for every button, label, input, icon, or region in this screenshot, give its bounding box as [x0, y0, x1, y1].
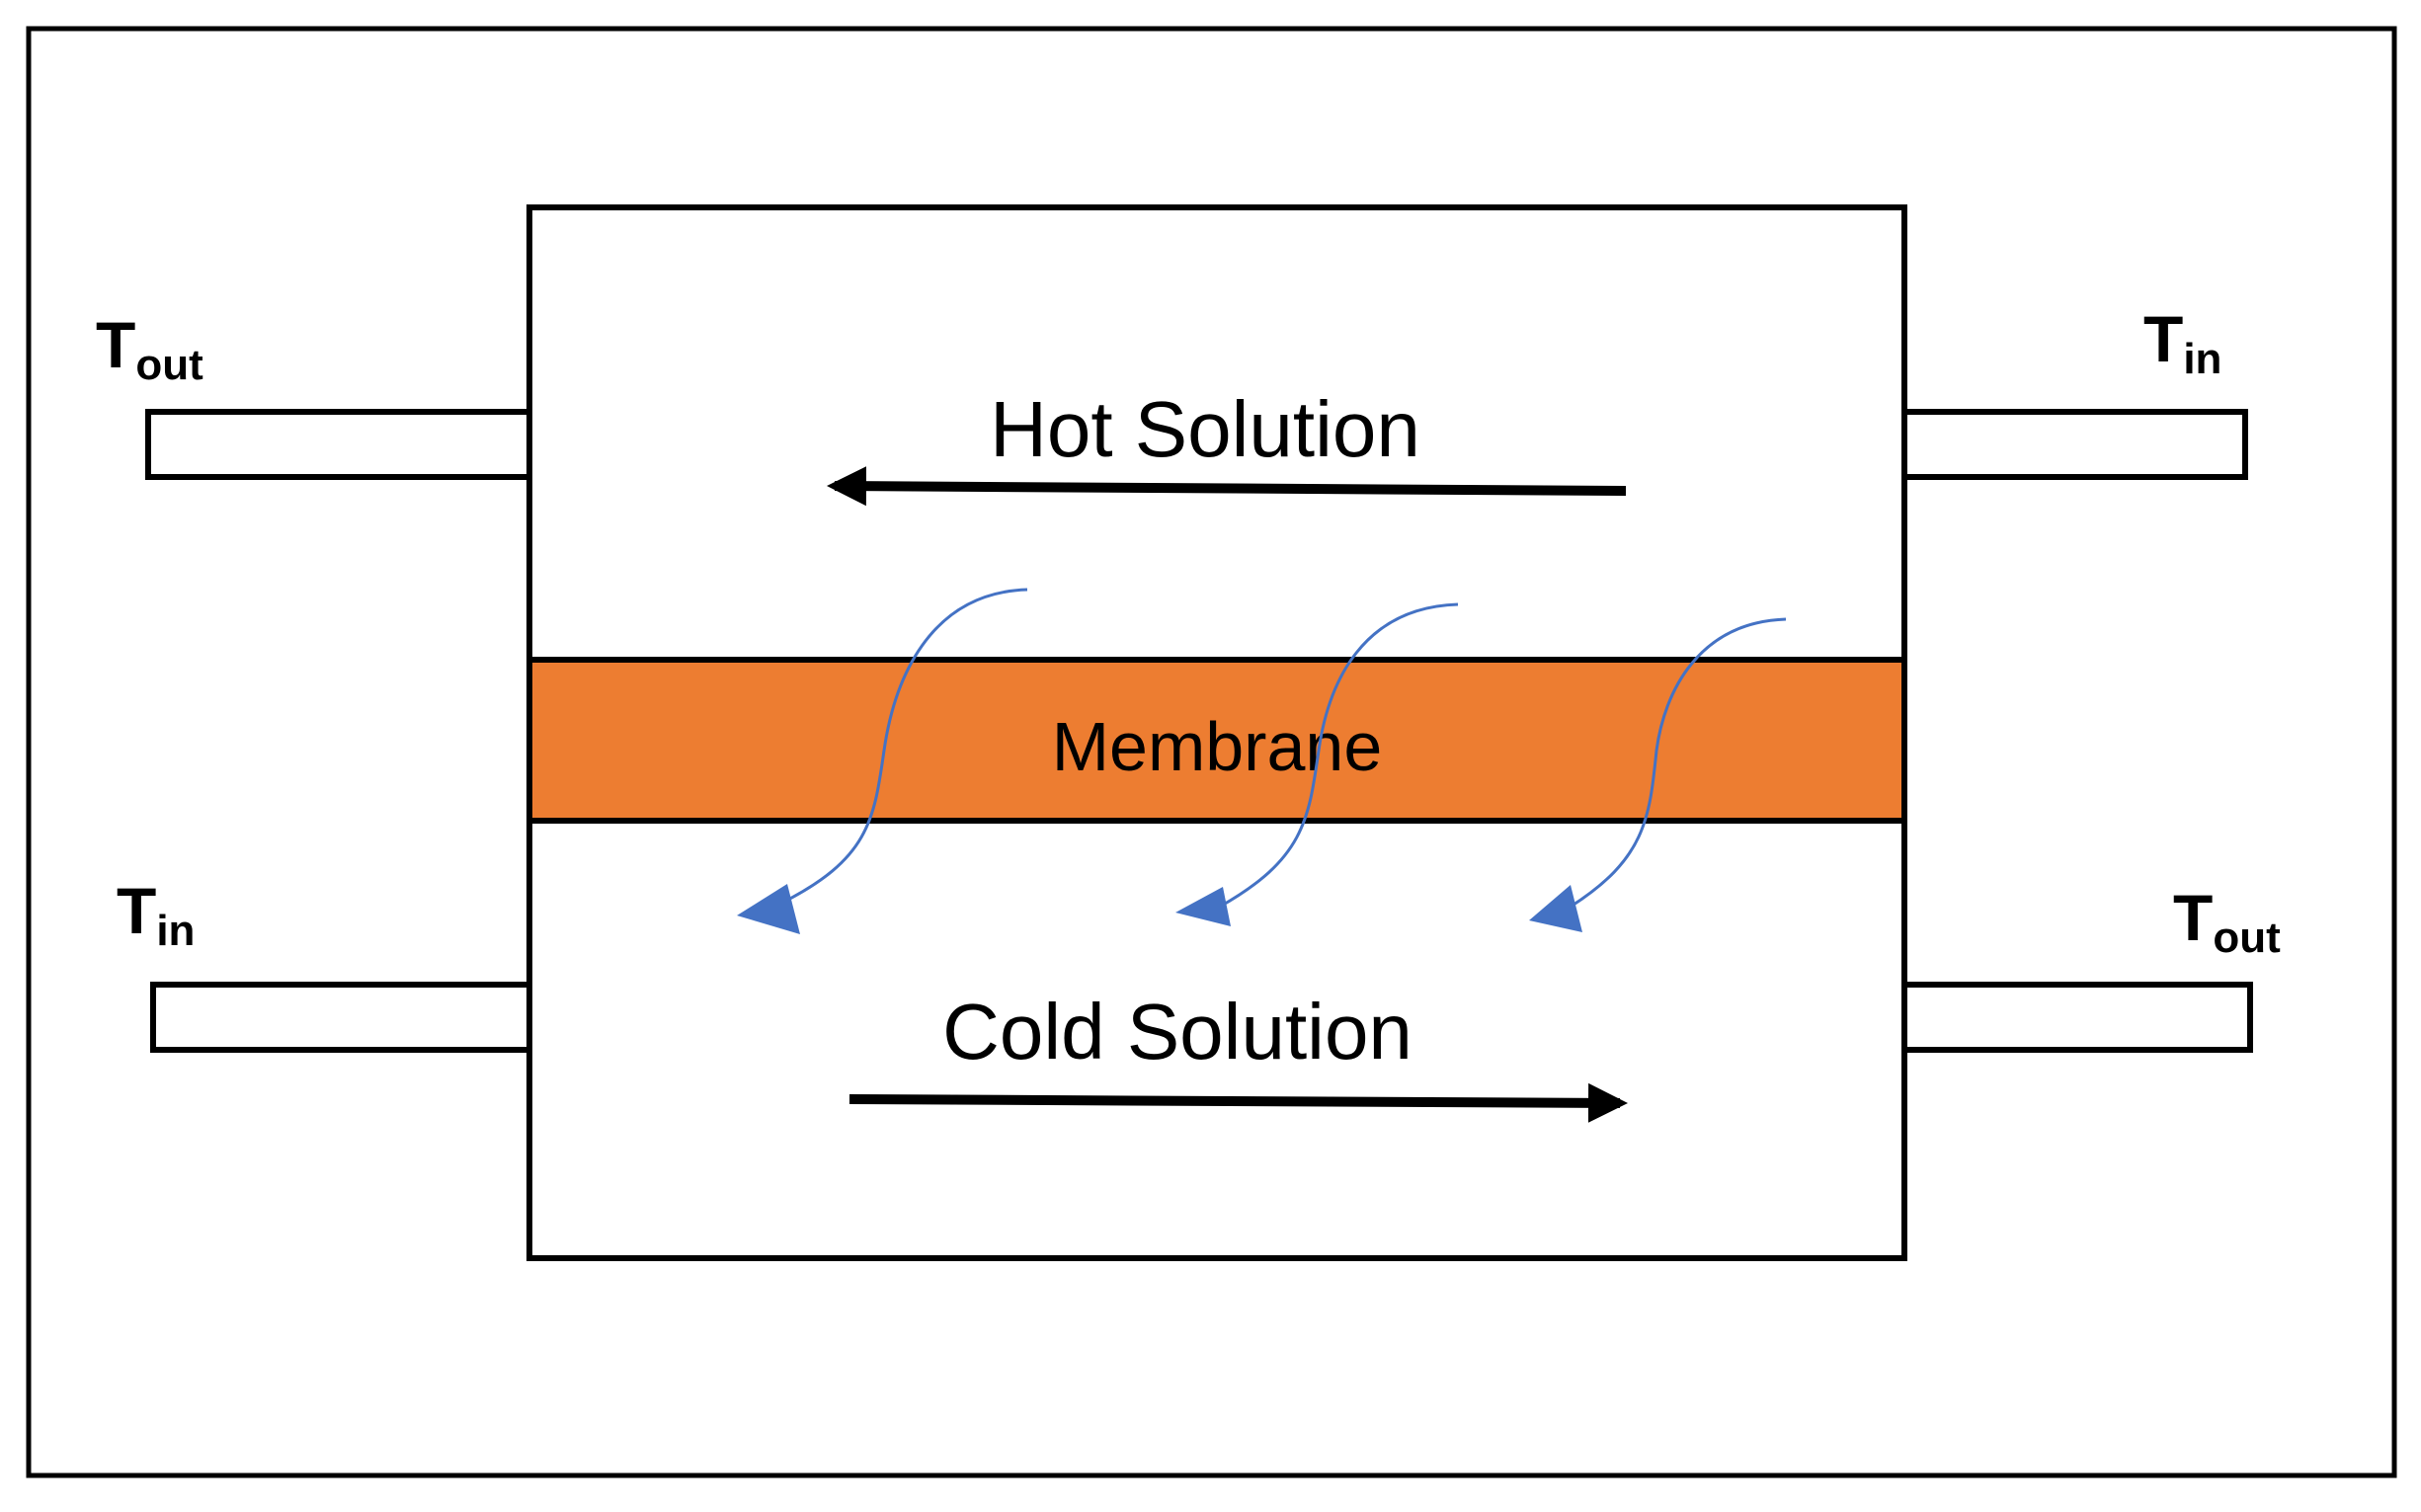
cold-solution-label: Cold Solution [942, 988, 1412, 1075]
pipe-top-left [145, 409, 532, 480]
pipe-bottom-right [1901, 982, 2253, 1053]
membrane-label: Membrane [1052, 708, 1383, 785]
temp-label-top-left: Tout [96, 308, 203, 389]
outer-frame [26, 26, 2397, 1478]
temp-label-bottom-right: Tout [2173, 881, 2281, 962]
temp-label-bottom-left: Tin [117, 874, 195, 955]
transfer-arrow-3 [1529, 617, 1787, 932]
pipe-top-right [1901, 409, 2248, 480]
pipe-bottom-left [150, 982, 532, 1053]
transfer-arrow-2 [1175, 602, 1459, 926]
cold-flow-arrow [848, 1082, 1628, 1123]
hot-solution-label: Hot Solution [990, 385, 1420, 473]
transfer-arrow-1 [737, 588, 1028, 934]
temp-label-top-right: Tin [2143, 302, 2221, 383]
hot-flow-arrow [827, 466, 1627, 507]
